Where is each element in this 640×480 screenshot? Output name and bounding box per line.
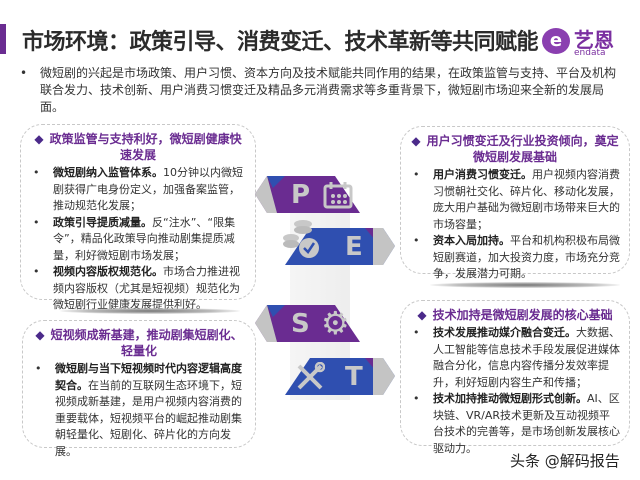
logo-en: endata: [574, 48, 606, 58]
tech-box: ◆技术加持是微短剧发展的核心基础 •技术发展推动媒介融合变迁。大数据、人工智能等…: [400, 300, 630, 455]
page-title: 市场环境：政策引导、消费变迁、技术革新等共同赋能: [22, 30, 539, 55]
box-shadow: [430, 282, 620, 288]
pest-band-s: S ⚙: [255, 305, 360, 342]
list-item: •政策引导提质减量。反“注水”、“限集令”，精品化政策导向推动剧集提质减量，利好…: [33, 215, 236, 262]
pest-letter: E: [345, 231, 363, 262]
pest-band-p: P: [255, 176, 360, 213]
pest-letter: T: [345, 361, 363, 392]
logo-cn: 艺恩: [574, 28, 614, 52]
box-shadow: [60, 308, 240, 314]
wrench-screwdriver-icon: [297, 362, 325, 390]
economy-box: ◆用户习惯变迁及行业投资倾向，奠定微短剧发展基础 •用户消费习惯变迁。用户视频内…: [400, 126, 630, 280]
social-heading: ◆短视频成新基建，推动剧集短剧化、轻量化: [35, 328, 243, 358]
list-item: •技术加持推动微短剧形式创新。AI、区块链、VR/AR技术更新及互动视频平台技术…: [413, 392, 620, 455]
pest-letter: P: [291, 179, 311, 210]
list-item: •微短剧纳入监管体系。10分钟以内微短剧获得广电身份定义，加强备案监管，推动规范…: [33, 166, 243, 212]
title-accent-bar: [0, 24, 6, 54]
intro-text: 微短剧的兴起是市场政策、用户习惯、资本方向及技术赋能共同作用的结果，在政策监管与…: [40, 66, 617, 114]
tech-heading: ◆技术加持是微短剧发展的核心基础: [417, 308, 613, 322]
list-item: •技术发展推动媒介融合变迁。大数据、人工智能等信息技术手段发展促进媒体融合分化，…: [413, 326, 620, 389]
watermark: 头条 @解码报告: [510, 452, 620, 470]
coins-check-icon: [283, 220, 319, 258]
policy-box: ◆政策监管与支持利好，微短剧健康快速发展 •微短剧纳入监管体系。10分钟以内微短…: [20, 124, 256, 311]
list-item: •视频内容版权规范化。市场合力推进视频内容版权（尤其是短视频）规范化为微短剧行业…: [33, 265, 240, 311]
list-item: •资本入局加持。平台和机构积极布局微短剧赛道，加大投资力度，市场充分竞争，发展潜…: [413, 234, 620, 280]
gear-icon: ⚙: [321, 304, 350, 342]
policy-heading: ◆政策监管与支持利好，微短剧健康快速发展: [34, 132, 242, 162]
list-item: •用户消费习惯变迁。用户视频内容消费习惯朝社交化、碎片化、移动化发展，庞大用户基…: [413, 168, 620, 231]
pest-band-t: T: [285, 358, 395, 395]
pest-letter: S: [291, 308, 310, 339]
logo-mark-icon: e: [542, 28, 570, 54]
pest-band-e: E: [283, 220, 395, 265]
endata-logo: e 艺恩 endata: [540, 24, 636, 60]
intro-paragraph: • 微短剧的兴起是市场政策、用户习惯、资本方向及技术赋能共同作用的结果，在政策监…: [20, 65, 620, 116]
calendar-icon: [323, 182, 353, 209]
list-item: •微短剧与当下短视频时代内容逻辑高度契合。在当前的互联网生态环境下，短视频成新基…: [35, 362, 242, 458]
bullet: •: [20, 66, 28, 80]
social-box: ◆短视频成新基建，推动剧集短剧化、轻量化 •微短剧与当下短视频时代内容逻辑高度契…: [22, 320, 256, 458]
economy-heading: ◆用户习惯变迁及行业投资倾向，奠定微短剧发展基础: [411, 134, 619, 164]
